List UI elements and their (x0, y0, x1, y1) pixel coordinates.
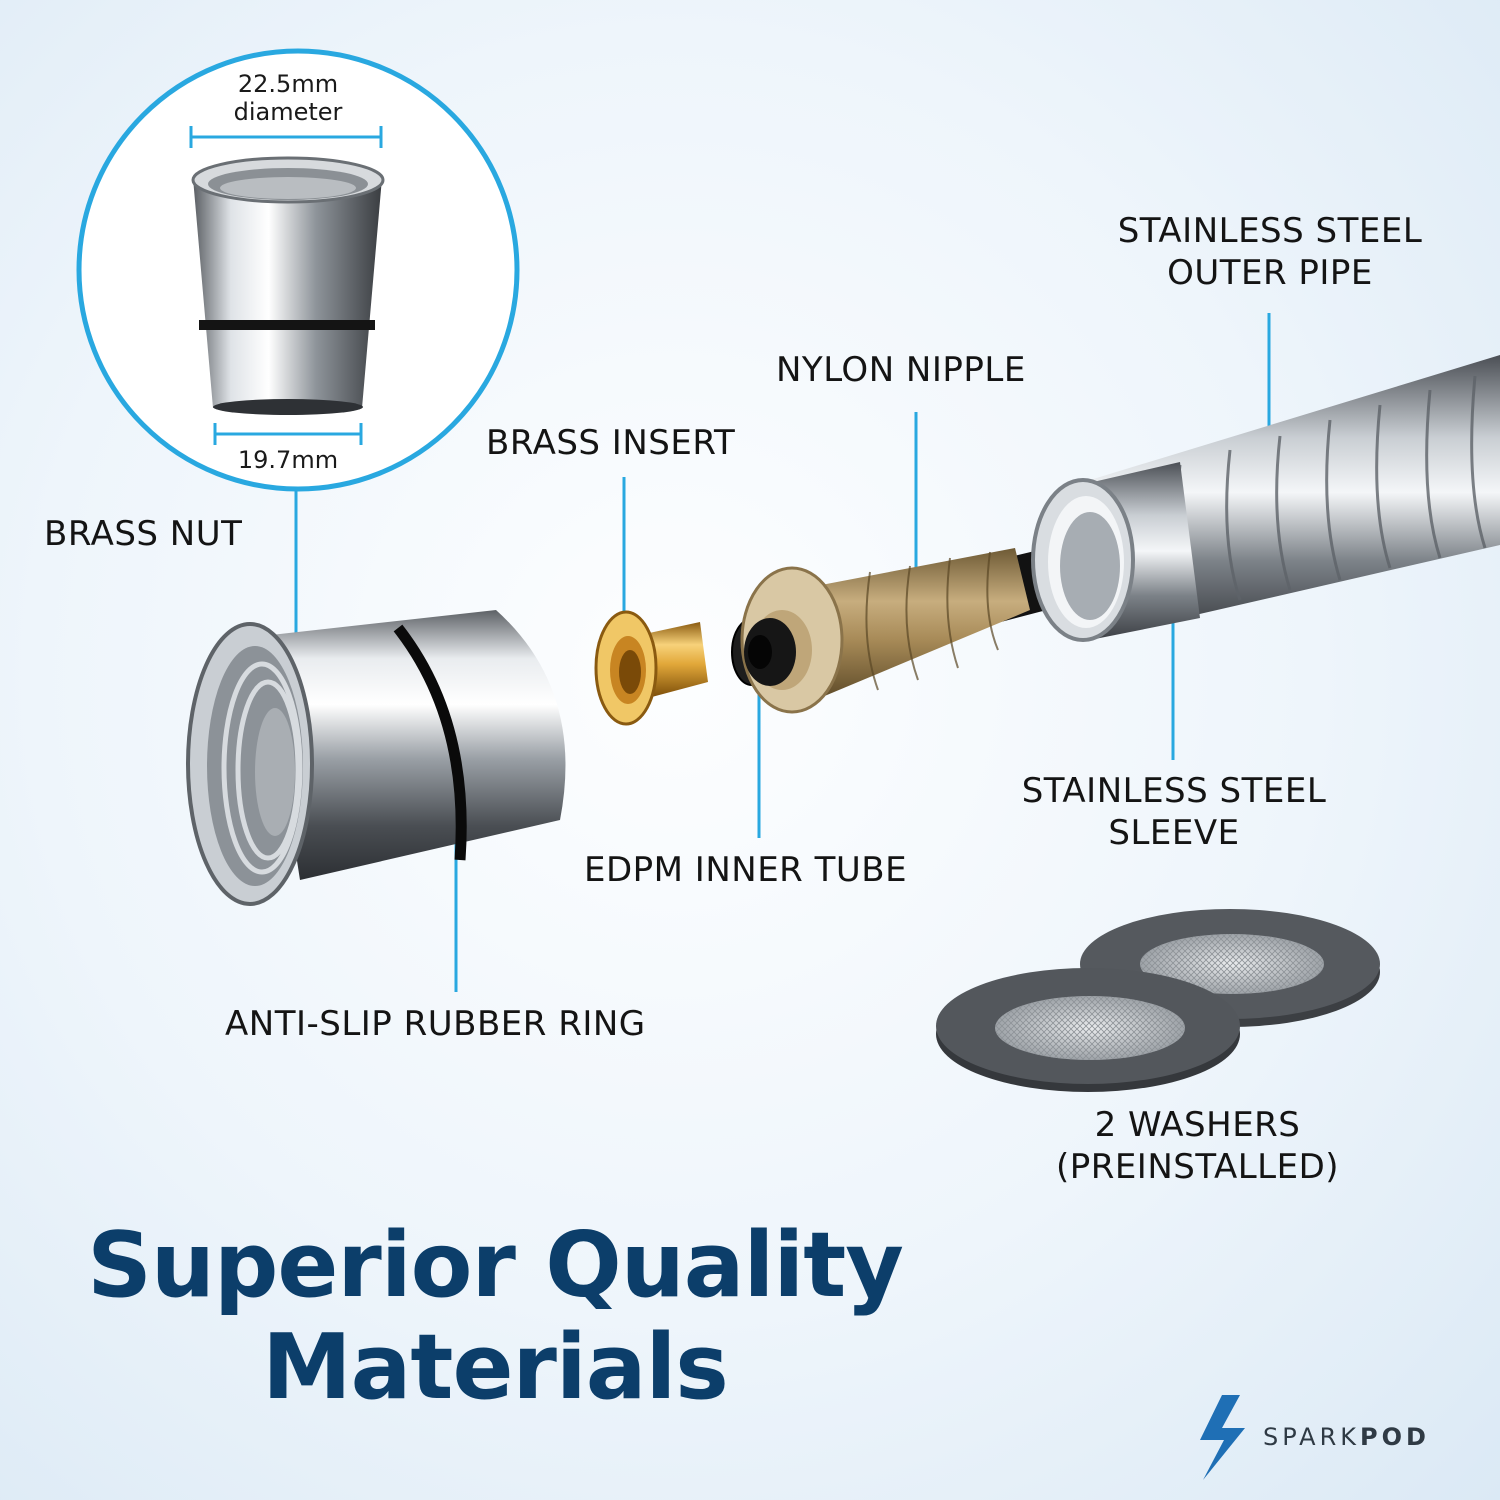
brass-insert-label: BRASS INSERT (486, 423, 736, 463)
top-dimension-label: 22.5mm diameter (198, 70, 378, 126)
brass-nut (186, 610, 566, 906)
brand-name-bold: POD (1360, 1423, 1430, 1451)
washers-label-line2: (PREINSTALLED) (1055, 1147, 1340, 1187)
rubber-ring-label: ANTI-SLIP RUBBER RING (225, 1004, 646, 1044)
brand-name-light: SPARK (1263, 1423, 1361, 1451)
top-dimension-value: 22.5mm (237, 70, 339, 98)
outer-pipe-label-line2: OUTER PIPE (1167, 253, 1373, 293)
washers-label: 2 WASHERS (PREINSTALLED) (1010, 1104, 1385, 1188)
outer-pipe-label: STAINLESS STEEL OUTER PIPE (1100, 210, 1440, 294)
sleeve-label: STAINLESS STEEL SLEEVE (1004, 770, 1344, 854)
sleeve (1031, 462, 1200, 642)
brand-wordmark: SPARKPOD (1263, 1423, 1430, 1451)
washers (936, 909, 1380, 1092)
nylon-nipple-label: NYLON NIPPLE (776, 350, 1026, 390)
inset-magnifier (76, 48, 520, 492)
sleeve-label-line2: SLEEVE (1108, 813, 1240, 853)
nylon-nipple (740, 548, 1030, 714)
top-dimension-caption: diameter (233, 98, 343, 126)
headline-line2: Materials (262, 1315, 729, 1420)
sleeve-label-line1: STAINLESS STEEL (1021, 771, 1327, 811)
inner-tube-label: EDPM INNER TUBE (584, 850, 908, 890)
outer-pipe-label-line1: STAINLESS STEEL (1117, 211, 1423, 251)
brass-insert (594, 610, 708, 726)
bottom-dimension-label: 19.7mm (237, 446, 339, 474)
headline-line1: Superior Quality (87, 1213, 904, 1318)
brass-nut-label: BRASS NUT (44, 514, 243, 554)
lightning-bolt-icon (1200, 1395, 1245, 1480)
washers-label-line1: 2 WASHERS (1094, 1105, 1301, 1145)
